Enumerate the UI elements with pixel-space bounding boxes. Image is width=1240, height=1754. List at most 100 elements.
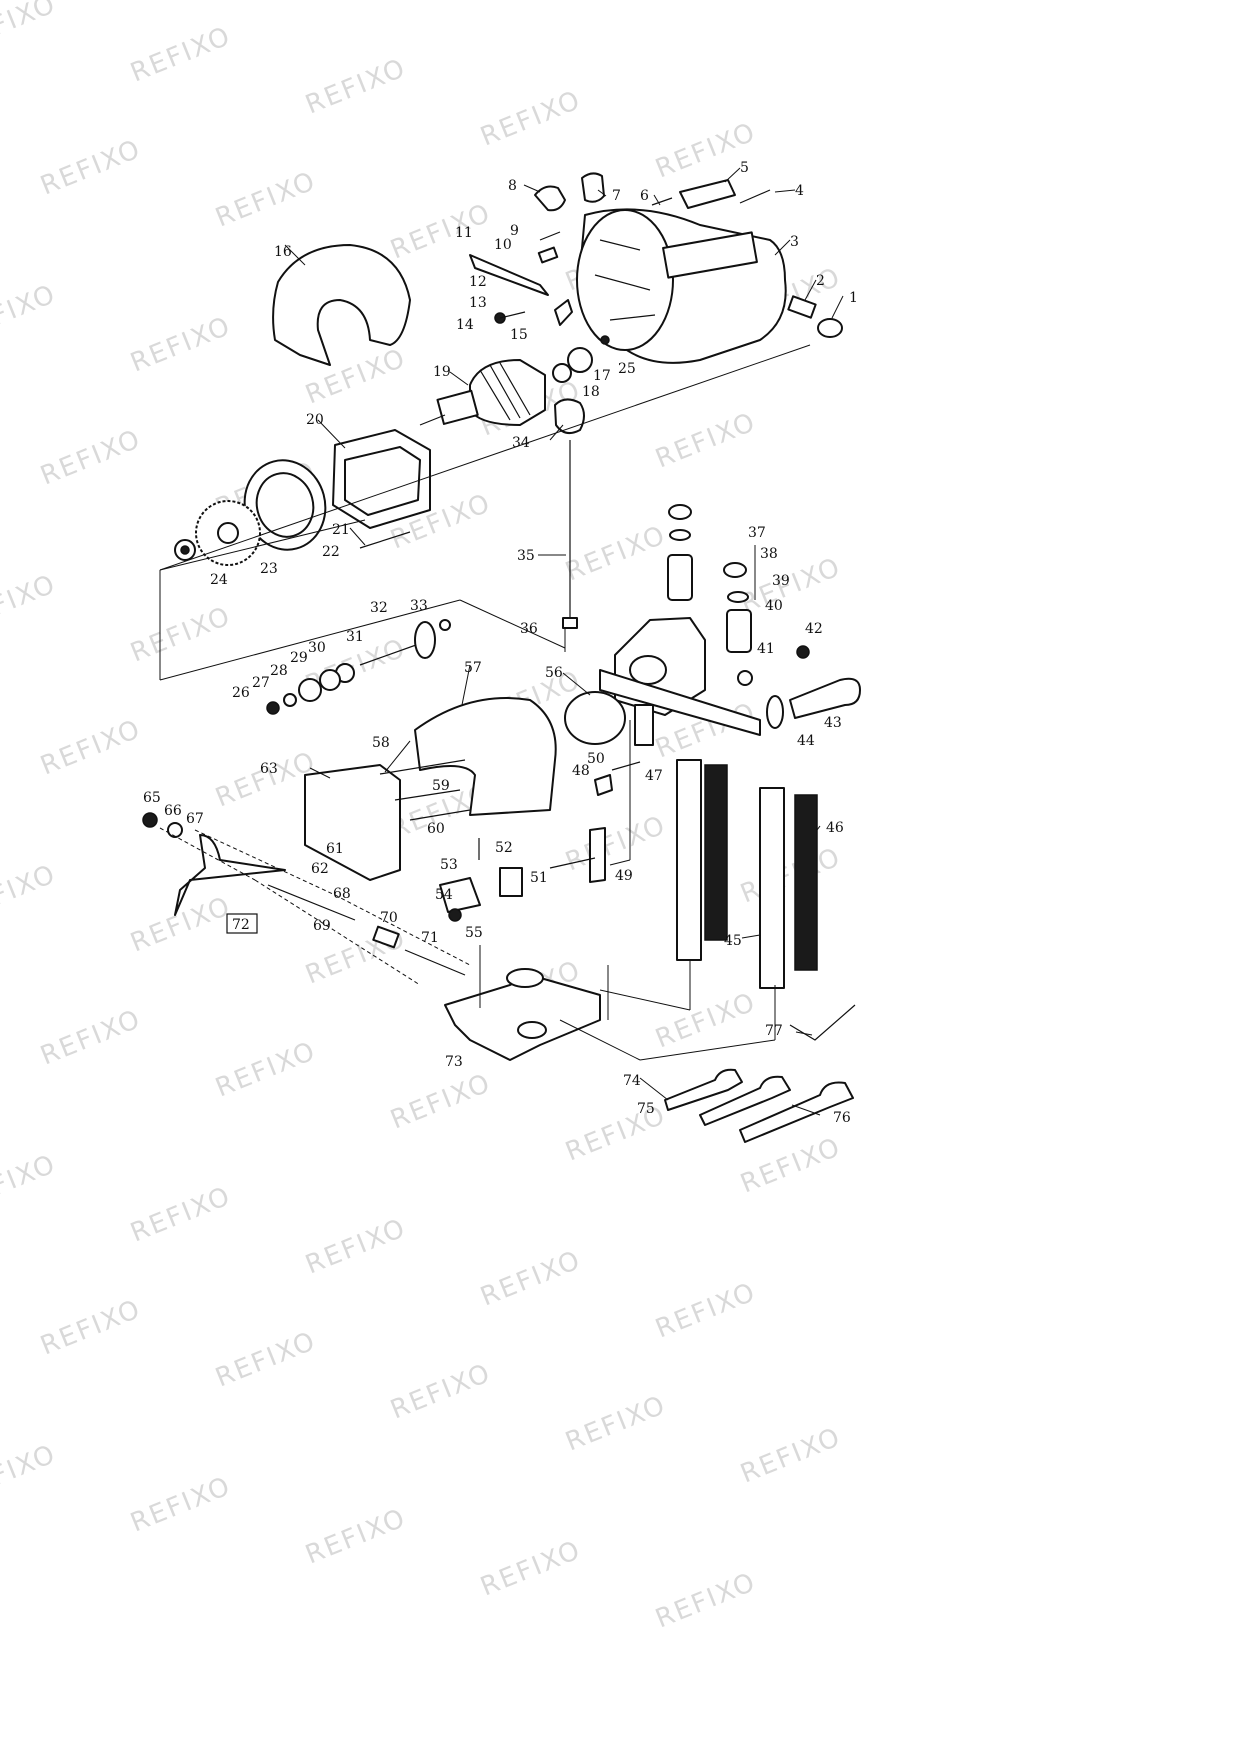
o-ring (564, 691, 626, 745)
watermark-text: REFIXO (736, 552, 845, 619)
brush-cap (534, 185, 566, 212)
callout-6: 6 (640, 188, 649, 204)
callout-33: 33 (410, 598, 428, 614)
callout-34: 34 (512, 435, 530, 451)
nut (796, 645, 810, 659)
screw (739, 189, 771, 204)
washer (727, 591, 749, 603)
watermark-text: REFIXO (301, 1213, 410, 1280)
brush-cap (581, 172, 605, 203)
callout-7: 7 (612, 188, 621, 204)
callout-4: 4 (795, 183, 804, 199)
washer (283, 693, 297, 707)
washer-small (600, 335, 610, 345)
callout-54: 54 (435, 887, 453, 903)
screw (499, 311, 526, 319)
column-spring (704, 764, 728, 941)
leader-lines (159, 167, 844, 1116)
callout-60: 60 (427, 821, 445, 837)
callout-44: 44 (797, 733, 815, 749)
callout-65: 65 (143, 790, 161, 806)
callout-56: 56 (545, 665, 563, 681)
clamp-bracket (439, 877, 481, 913)
callout-9: 9 (510, 223, 519, 239)
foot-lever (174, 834, 286, 916)
base-plate (304, 764, 401, 881)
callout-40: 40 (765, 598, 783, 614)
callout-11: 11 (455, 225, 473, 241)
watermark-text: REFIXO (0, 279, 61, 346)
callout-50: 50 (587, 751, 605, 767)
spindle-assembly (359, 619, 451, 666)
watermark-text: REFIXO (561, 1390, 670, 1457)
screw (549, 857, 596, 869)
watermark-text: REFIXO (36, 714, 145, 781)
washer (552, 363, 572, 383)
spanner (699, 1075, 791, 1126)
carriage-head (599, 617, 761, 736)
callout-75: 75 (637, 1101, 655, 1117)
watermark-text: REFIXO (211, 1036, 320, 1103)
callout-22: 22 (322, 544, 340, 560)
dust-hood (414, 697, 557, 816)
screw (651, 197, 673, 206)
callout-23: 23 (260, 561, 278, 577)
callout-1: 1 (849, 290, 858, 306)
callout-47: 47 (645, 768, 663, 784)
callout-21: 21 (332, 522, 350, 538)
callout-42: 42 (805, 621, 823, 637)
screw (359, 531, 411, 549)
watermark-text: REFIXO (651, 1277, 760, 1344)
gear-hub (217, 522, 239, 544)
callout-2: 2 (816, 273, 825, 289)
base-boss (517, 1021, 547, 1039)
field-stator (332, 429, 431, 529)
callout-59: 59 (432, 778, 450, 794)
cap (668, 504, 692, 520)
watermark-text: REFIXO (476, 1245, 585, 1312)
rod (379, 759, 466, 775)
watermark-text: REFIXO (651, 1567, 760, 1634)
rod (394, 789, 461, 801)
callout-25: 25 (618, 361, 636, 377)
callout-38: 38 (760, 546, 778, 562)
callout-48: 48 (572, 763, 590, 779)
shaft (404, 949, 466, 976)
callout-15: 15 (510, 327, 528, 343)
hex-key (789, 1004, 856, 1041)
callout-3: 3 (790, 234, 799, 250)
callout-labels: 1 2 3 4 5 6 7 8 9 10 11 12 13 14 15 16 1… (143, 160, 858, 1126)
screw (611, 761, 641, 771)
washer (737, 670, 753, 686)
handle-flange (766, 695, 784, 729)
callout-12: 12 (469, 274, 487, 290)
spanner (664, 1068, 743, 1111)
spring (539, 231, 561, 241)
callout-13: 13 (469, 295, 487, 311)
callout-43: 43 (824, 715, 842, 731)
blade-guard (272, 244, 411, 366)
callout-58: 58 (372, 735, 390, 751)
callout-30: 30 (308, 640, 326, 656)
callout-26: 26 (232, 685, 250, 701)
nut (266, 701, 280, 715)
rod-end (562, 617, 578, 629)
callout-46: 46 (826, 820, 844, 836)
callout-20: 20 (306, 412, 324, 428)
base-boss (506, 968, 544, 988)
knob (554, 398, 585, 435)
callout-53: 53 (440, 857, 458, 873)
callout-41: 41 (757, 641, 775, 657)
callout-24: 24 (210, 572, 228, 588)
watermark-text: REFIXO (736, 1422, 845, 1489)
watermark-text: REFIXO (0, 569, 61, 636)
plug (817, 318, 843, 338)
callout-32: 32 (370, 600, 388, 616)
callout-61: 61 (326, 841, 344, 857)
watermark-text: REFIXO (301, 1503, 410, 1570)
watermark-text: REFIXO (386, 1068, 495, 1135)
callout-73: 73 (445, 1054, 463, 1070)
shaft (267, 884, 356, 921)
watermark-text: REFIXO (651, 407, 760, 474)
